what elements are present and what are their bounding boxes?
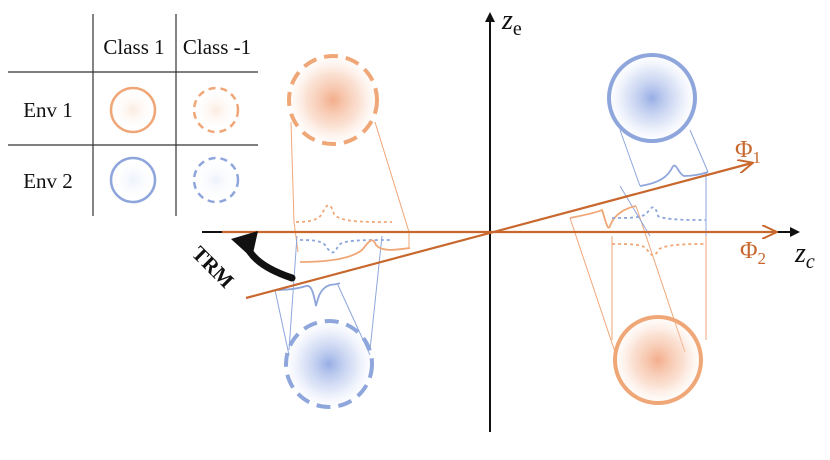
guide-bl-mid2 <box>369 235 383 351</box>
phi-lines <box>222 163 776 300</box>
curve-right-orange-solid <box>569 205 637 229</box>
col-header-class-minus-1: Class -1 <box>183 35 251 59</box>
curve-left-blue-solid <box>274 282 341 307</box>
zc-label: zc <box>794 238 815 273</box>
guide-tr-mid1 <box>619 185 651 237</box>
legend-env1-class-1-circle <box>192 86 240 134</box>
row-header-env-1: Env 1 <box>23 98 73 122</box>
phi-1-label: Φ1 <box>735 137 761 167</box>
ze-label: ze <box>501 5 522 40</box>
trm-arrow: TRM <box>187 231 296 293</box>
curve-left-blue-dotted <box>299 239 393 254</box>
distribution-curves <box>274 164 709 307</box>
phi-2-base: Φ <box>740 238 758 264</box>
ze-label-base: z <box>501 5 513 36</box>
guide-tl-right <box>374 121 410 248</box>
circle-env1-class1 <box>613 315 703 405</box>
curve-left-orange-solid <box>299 239 411 263</box>
col-header-class-1: Class 1 <box>103 35 164 59</box>
trm-arrow-head <box>231 231 258 258</box>
guide-br-left <box>569 217 616 353</box>
guide-tr-right <box>689 129 709 173</box>
ze-label-sub: e <box>513 18 522 40</box>
curve-right-blue-solid <box>639 164 709 187</box>
phi-2-sub: 2 <box>758 249 767 268</box>
trm-label: TRM <box>187 241 239 293</box>
phi-2-label: Φ2 <box>740 238 766 268</box>
legend-table: Class 1 Class -1 Env 1 Env 2 <box>8 14 258 216</box>
guide-tr-left <box>619 129 641 187</box>
phi-1-line <box>245 163 752 300</box>
phi-1-sub: 1 <box>753 148 762 167</box>
row-header-env-2: Env 2 <box>23 169 73 193</box>
curve-right-blue-dotted <box>611 206 707 221</box>
legend-env2-class-1-circle <box>192 156 240 204</box>
zc-label-base: z <box>794 238 806 269</box>
curve-right-orange-dotted <box>611 243 707 257</box>
legend-env1-class1-circle <box>109 86 157 134</box>
axis-labels: ze zc Φ1 Φ2 <box>501 5 815 273</box>
phi-1-base: Φ <box>735 137 753 163</box>
circle-env2-class-1 <box>284 319 374 409</box>
curve-left-orange-dotted <box>295 204 393 223</box>
feature-circles <box>284 53 703 409</box>
guide-bl-left <box>274 289 290 356</box>
legend-env2-class1-circle <box>109 156 157 204</box>
circle-env2-class1 <box>607 53 697 143</box>
circle-env1-class-1 <box>287 54 379 146</box>
guide-bl-mid1 <box>288 235 298 351</box>
zc-label-sub: c <box>806 251 815 273</box>
